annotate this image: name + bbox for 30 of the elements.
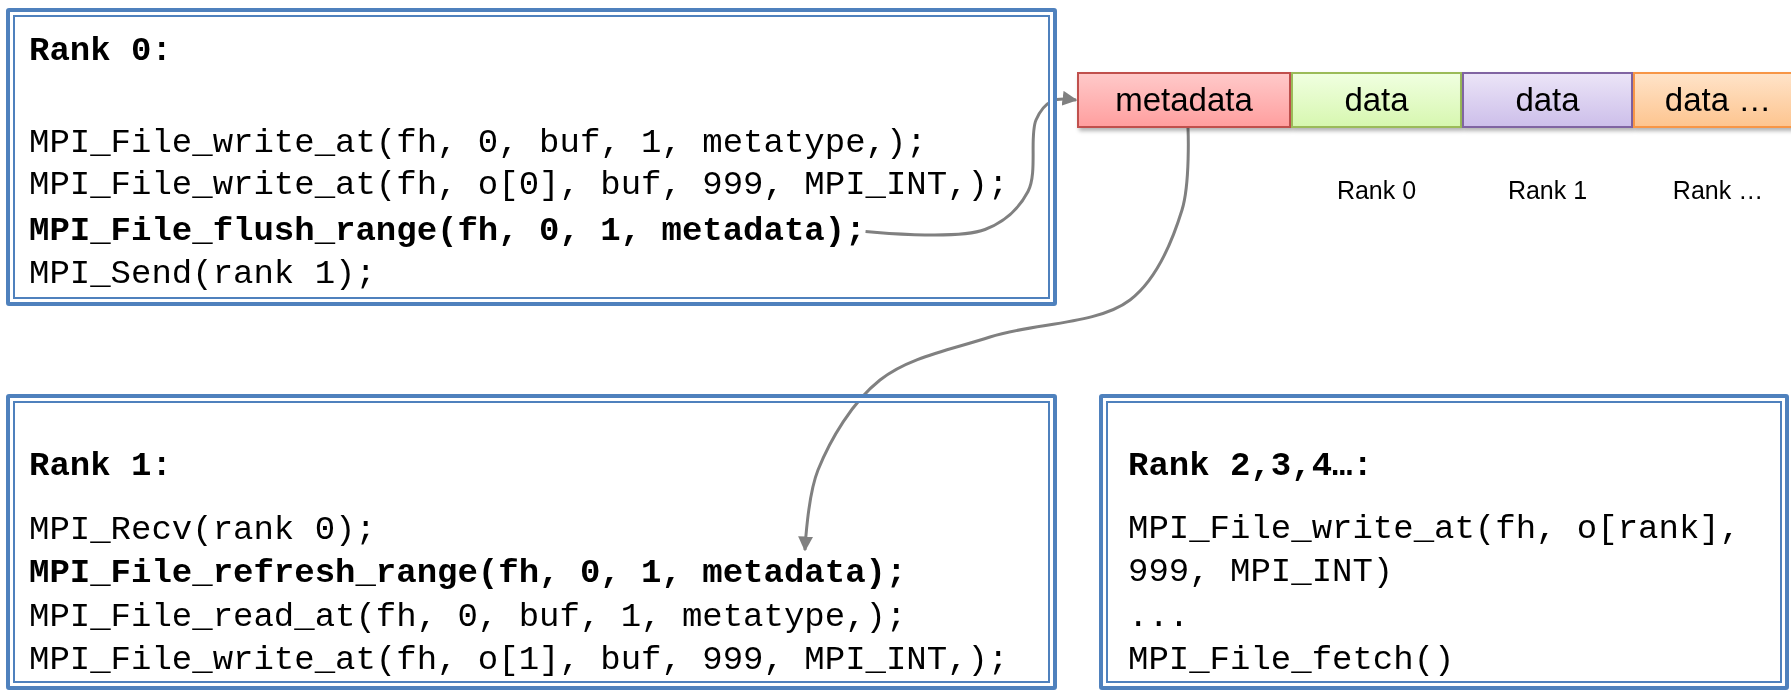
code-panel xyxy=(6,8,1057,306)
code-line: MPI_File_refresh_range(fh, 0, 1, metadata); xyxy=(29,552,907,595)
file-segment xyxy=(1077,72,1291,128)
rank-heading: Rank 2,3,4…: xyxy=(1128,445,1374,487)
segment-label: data xyxy=(1515,81,1580,119)
code-line: MPI_File_read_at(fh, 0, buf, 1, metatype,); xyxy=(29,596,907,638)
file-segment xyxy=(1462,72,1633,128)
code-line: MPI_File_flush_range(fh, 0, 1, metadata); xyxy=(29,210,866,253)
code-line: MPI_File_write_at(fh, o[rank], 999, MPI_INT) xyxy=(1128,508,1742,593)
segment-label: data … xyxy=(1664,81,1772,119)
code-line: MPI_File_write_at(fh, o[0], buf, 999, MPI_INT,); xyxy=(29,164,1009,206)
code-line: ... xyxy=(1128,596,1191,638)
code-line: MPI_Recv(rank 0); xyxy=(29,509,376,551)
rank-heading: Rank 1: xyxy=(29,445,172,487)
file-segment xyxy=(1291,72,1462,128)
code-line: MPI_File_write_at(fh, o[1], buf, 999, MPI_INT,); xyxy=(29,639,1009,681)
rank-label: Rank 1 xyxy=(1507,176,1588,205)
segment-label: data xyxy=(1344,81,1409,119)
code-line: MPI_Send(rank 1); xyxy=(29,253,376,295)
code-line: MPI_File_write_at(fh, 0, buf, 1, metatype,); xyxy=(29,122,927,164)
rank-heading: Rank 0: xyxy=(29,30,172,72)
rank-label: Rank … xyxy=(1672,176,1764,205)
rank-label: Rank 0 xyxy=(1336,176,1417,205)
code-panel xyxy=(1099,394,1789,690)
code-line: MPI_File_fetch() xyxy=(1128,639,1456,681)
code-panel xyxy=(6,394,1057,690)
file-segment xyxy=(1633,72,1791,128)
arrow xyxy=(865,90,1078,237)
segment-label: metadata xyxy=(1115,81,1253,119)
arrow xyxy=(798,127,1190,552)
